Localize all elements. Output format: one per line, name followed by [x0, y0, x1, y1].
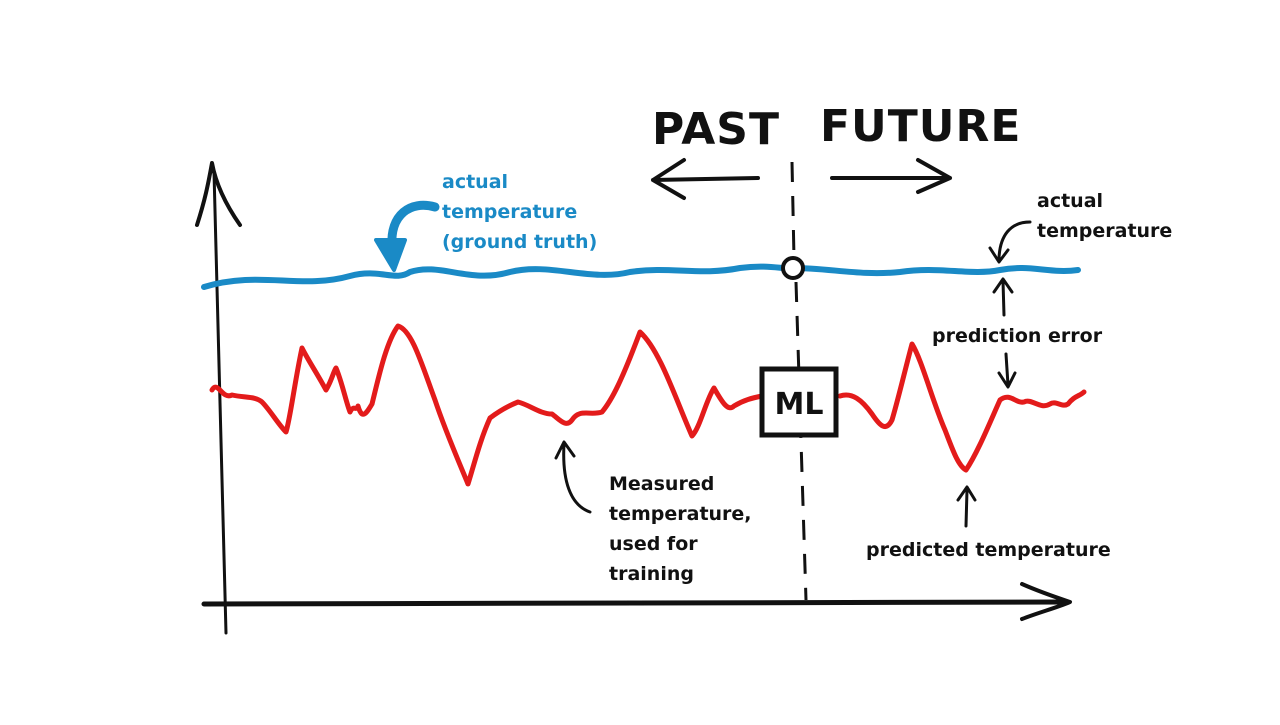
x-axis-arrowhead: [1020, 582, 1072, 621]
predicted-temperature-line: [837, 341, 1087, 473]
ground-truth-line: [201, 263, 1081, 290]
present-marker: [781, 256, 805, 280]
ml-box-frame: [759, 366, 839, 438]
prediction-error-annotation: prediction error: [932, 325, 1103, 347]
measured-temperature-annotation: Measured temperature, used for training: [609, 473, 752, 585]
predicted-temperature-annotation: predicted temperature: [866, 539, 1111, 561]
actual-temperature-annotation: actual temperature: [1037, 190, 1173, 242]
future-label: FUTURE: [820, 101, 1022, 152]
annotation-pointers: [374, 200, 1032, 528]
ground-truth-annotation: actual temperature (ground truth): [442, 171, 598, 253]
prediction-error-down-pointer: [997, 352, 1017, 389]
ml-model-box: ML: [759, 366, 839, 438]
axes: [195, 161, 1072, 635]
y-axis-arrowhead: [195, 161, 242, 227]
past-label: PAST: [652, 104, 780, 155]
past-arrow: [651, 158, 760, 200]
future-arrow: [830, 158, 952, 194]
prediction-error-up-pointer: [992, 277, 1014, 317]
time-arrows: [651, 158, 952, 200]
y-axis: [212, 170, 228, 635]
measured-temperature-pointer: [554, 440, 592, 514]
ground-truth-pointer-head: [374, 238, 407, 272]
ml-label: ML: [775, 387, 824, 422]
x-axis: [201, 599, 1067, 608]
actual-temperature-pointer: [988, 220, 1032, 264]
measured-temperature-line: [209, 323, 765, 487]
ground-truth-pointer: [387, 200, 440, 251]
past-future-divider: [790, 161, 808, 601]
predicted-temperature-pointer: [956, 485, 977, 528]
